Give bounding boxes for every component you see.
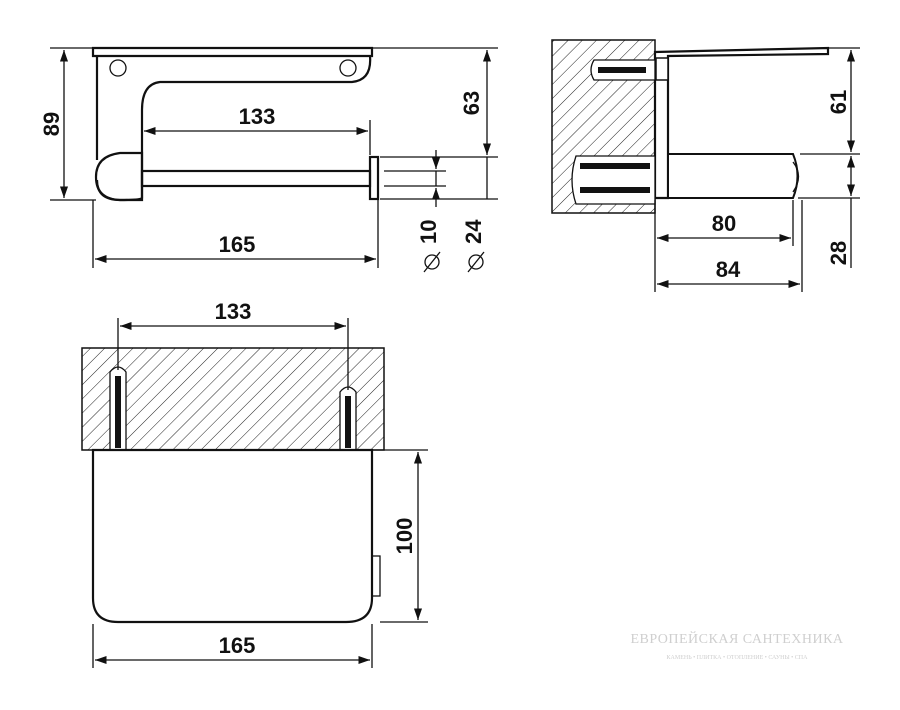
watermark-subtitle: КАМЕНЬ • ПЛИТКА • ОТОПЛЕНИЕ • САУНЫ • СП… (667, 655, 809, 661)
front-screw-left (109, 59, 127, 77)
side-roll-body (667, 153, 799, 199)
side-anchor-bottom (571, 155, 656, 205)
top-shelf-body (91, 448, 374, 624)
dim-front-overall-width: 165 (219, 232, 256, 257)
top-wall-hatch (81, 347, 385, 451)
side-anchor-top (590, 57, 669, 81)
dim-top-anchor-spacing: 133 (215, 299, 252, 324)
front-rod-flange (368, 155, 380, 201)
dim-front-upper-height: 63 (459, 91, 484, 115)
front-view: 89 133 165 63 10 24 (39, 46, 498, 273)
watermark: ЕВРОПЕЙСКАЯ САНТЕХНИКА КАМЕНЬ • ПЛИТКА •… (630, 630, 843, 661)
dim-rod-diameter-value: 10 (416, 220, 441, 244)
front-rod (140, 169, 372, 188)
front-end-cap (94, 151, 144, 202)
dim-cap-diameter-value: 24 (461, 219, 486, 244)
top-view: 133 100 165 (81, 299, 428, 668)
dim-top-depth: 100 (392, 518, 417, 555)
dim-side-roll-depth: 80 (712, 211, 736, 236)
top-rod-end (371, 555, 381, 597)
front-arm-outline (95, 55, 372, 202)
front-screw-right (339, 59, 357, 77)
dim-cap-diameter: 24 (461, 219, 486, 273)
side-view: 61 28 80 84 (551, 39, 860, 292)
top-anchor-right (339, 386, 357, 451)
dim-side-upper-height: 61 (826, 90, 851, 114)
dim-rod-diameter: 10 (416, 220, 441, 273)
front-top-plate (91, 46, 374, 58)
dim-top-overall-width: 165 (219, 633, 256, 658)
side-roll-cap (792, 161, 800, 193)
dim-front-height: 89 (39, 112, 64, 136)
dim-side-overall-depth: 84 (716, 257, 741, 282)
dim-front-roll-width: 133 (239, 104, 276, 129)
top-anchor-left (109, 366, 127, 451)
dim-side-lower-height: 28 (826, 241, 851, 265)
watermark-title: ЕВРОПЕЙСКАЯ САНТЕХНИКА (630, 630, 843, 647)
